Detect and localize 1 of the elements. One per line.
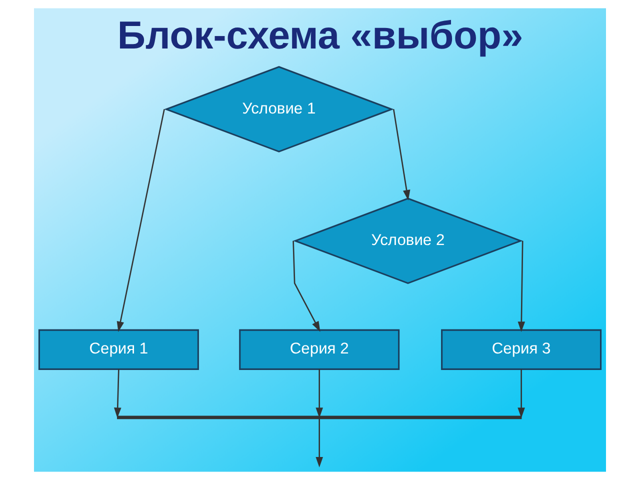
diagram-title: Блок-схема «выбор»	[117, 14, 524, 58]
